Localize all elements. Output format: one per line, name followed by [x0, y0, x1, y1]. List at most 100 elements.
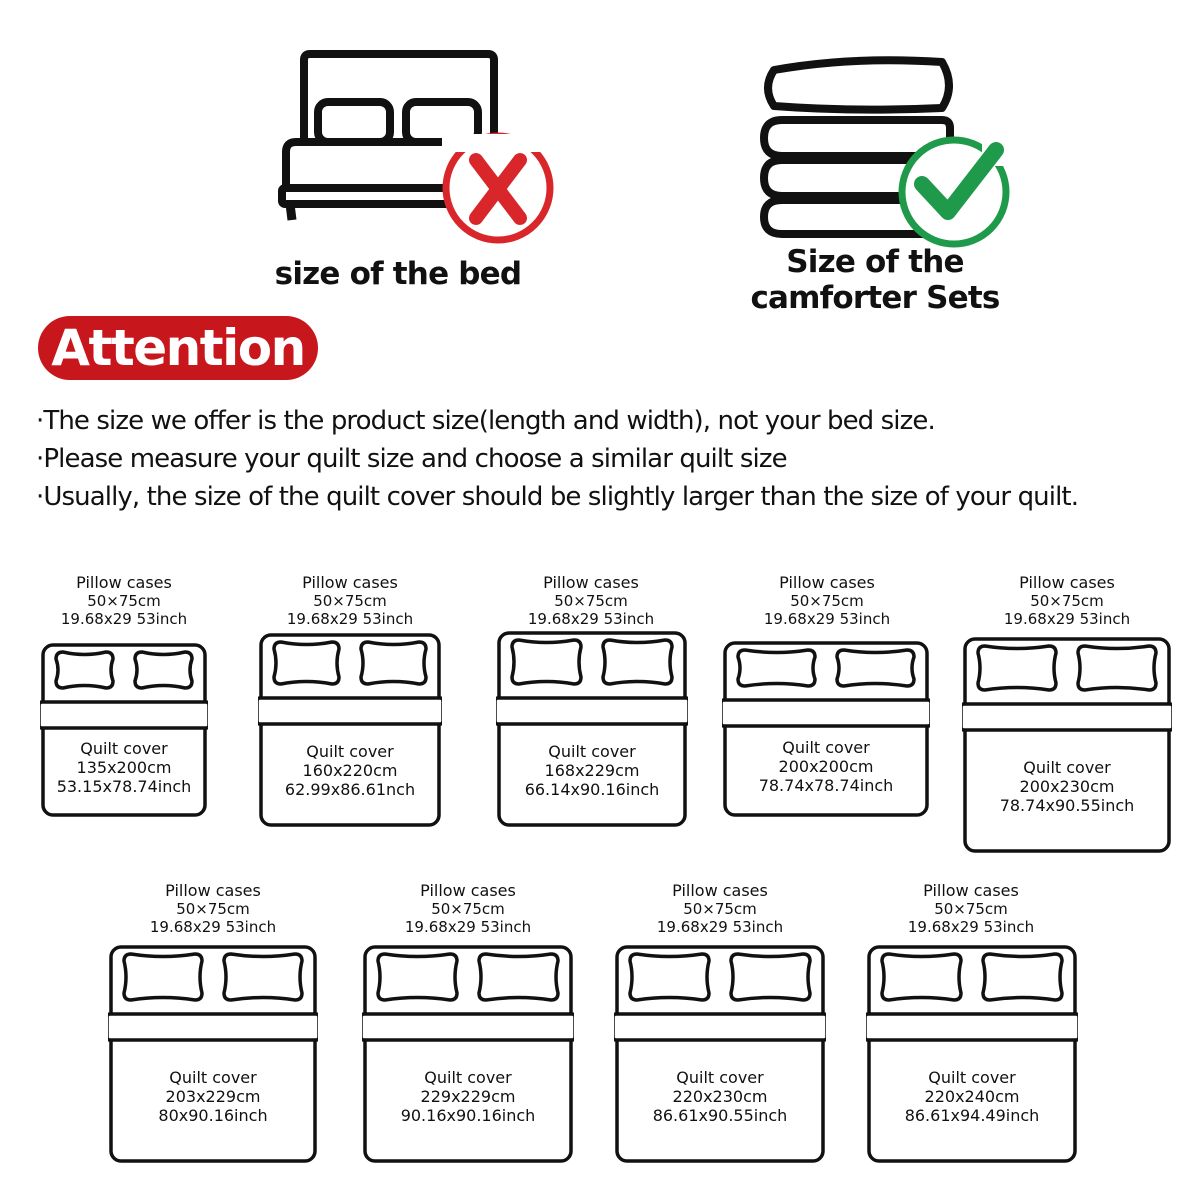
- quilt-title: Quilt cover: [306, 742, 394, 761]
- pillow-icon: [376, 952, 459, 1002]
- quilt-title: Quilt cover: [676, 1068, 764, 1087]
- pillow-icon: [601, 638, 674, 686]
- pillow-title: Pillow cases: [923, 881, 1019, 900]
- quilt-size-inch: 66.14x90.16inch: [524, 780, 660, 799]
- quilt-size-cm: 135x200cm: [76, 758, 172, 777]
- pillow-icon: [272, 640, 341, 686]
- pillow-icon: [981, 952, 1064, 1002]
- pillow-size-cm: 50×75cm: [554, 592, 628, 610]
- quilt-size-cm: 200x200cm: [778, 757, 874, 776]
- pillow-icon: [359, 640, 428, 686]
- quilt-size-cm: 220x230cm: [672, 1087, 768, 1106]
- pillow-icon: [729, 952, 812, 1002]
- pillow-size-cm: 50×75cm: [1030, 592, 1104, 610]
- pillow-size-cm: 50×75cm: [176, 900, 250, 918]
- pillow-size-inch: 19.68x29 53inch: [404, 918, 532, 936]
- comforter-caption-line1: Size of the: [786, 244, 964, 280]
- pillow-size-cm: 50×75cm: [790, 592, 864, 610]
- comforter-caption-line2: camforter Sets: [750, 280, 1000, 316]
- pillow-icon: [54, 650, 115, 690]
- quilt-size-inch: 86.61x94.49inch: [904, 1106, 1040, 1125]
- pillow-icon: [1076, 644, 1158, 692]
- quilt-size-inch: 62.99x86.61nch: [284, 780, 416, 799]
- pillow-title: Pillow cases: [543, 573, 639, 592]
- notes-list: ·The size we offer is the product size(l…: [36, 402, 1196, 516]
- quilt-size-cm: 220x240cm: [924, 1087, 1020, 1106]
- bed-caption: size of the bed: [274, 256, 522, 292]
- quilt-size-inch: 78.74x90.55inch: [999, 796, 1135, 815]
- quilt-size-inch: 86.61x90.55inch: [652, 1106, 788, 1125]
- pillow-size-cm: 50×75cm: [313, 592, 387, 610]
- quilt-title: Quilt cover: [80, 739, 168, 758]
- check-mark-icon: [898, 136, 1022, 248]
- pillow-icon: [222, 952, 304, 1002]
- pillow-size-inch: 19.68x29 53inch: [763, 610, 891, 628]
- pillow-icon: [122, 952, 204, 1002]
- pillow-icon: [880, 952, 963, 1002]
- pillow-size-cm: 50×75cm: [683, 900, 757, 918]
- quilt-size-inch: 80x90.16inch: [158, 1106, 268, 1125]
- quilt-title: Quilt cover: [1023, 758, 1111, 777]
- pillow-size-inch: 19.68x29 53inch: [149, 918, 277, 936]
- quilt-size-cm: 229x229cm: [420, 1087, 516, 1106]
- quilt-size-cm: 203x229cm: [165, 1087, 261, 1106]
- pillow-icon: [835, 648, 916, 688]
- quilt-title: Quilt cover: [169, 1068, 257, 1087]
- pillow-title: Pillow cases: [420, 881, 516, 900]
- pillow-icon: [510, 638, 583, 686]
- bed-icon: [272, 48, 562, 248]
- quilt-size-cm: 200x230cm: [1019, 777, 1115, 796]
- pillow-icon: [736, 648, 817, 688]
- pillow-icon: [628, 952, 711, 1002]
- quilt-title: Quilt cover: [782, 738, 870, 757]
- pillow-size-inch: 19.68x29 53inch: [286, 610, 414, 628]
- comforter-stack-icon: [752, 52, 1022, 252]
- pillow-title: Pillow cases: [76, 573, 172, 592]
- pillow-size-inch: 19.68x29 53inch: [656, 918, 784, 936]
- quilt-size-cm: 160x220cm: [302, 761, 398, 780]
- pillow-size-inch: 19.68x29 53inch: [907, 918, 1035, 936]
- pillow-title: Pillow cases: [1019, 573, 1115, 592]
- quilt-title: Quilt cover: [548, 742, 636, 761]
- pillow-title: Pillow cases: [779, 573, 875, 592]
- quilt-size-cm: 168x229cm: [544, 761, 640, 780]
- pillow-size-inch: 19.68x29 53inch: [60, 610, 188, 628]
- pillow-size-cm: 50×75cm: [431, 900, 505, 918]
- pillow-title: Pillow cases: [302, 573, 398, 592]
- quilt-size-inch: 53.15x78.74inch: [56, 777, 192, 796]
- note-item: ·The size we offer is the product size(l…: [36, 406, 936, 436]
- comforter-caption: Size of the camforter Sets: [720, 244, 1030, 316]
- attention-badge: Attention: [38, 316, 318, 380]
- quilt-title: Quilt cover: [928, 1068, 1016, 1087]
- pillow-title: Pillow cases: [165, 881, 261, 900]
- pillow-icon: [477, 952, 560, 1002]
- pillow-icon: [976, 644, 1058, 692]
- pillow-size-inch: 19.68x29 53inch: [1003, 610, 1131, 628]
- note-item: ·Usually, the size of the quilt cover sh…: [36, 482, 1079, 512]
- quilt-size-inch: 78.74x78.74inch: [758, 776, 894, 795]
- note-item: ·Please measure your quilt size and choo…: [36, 444, 788, 474]
